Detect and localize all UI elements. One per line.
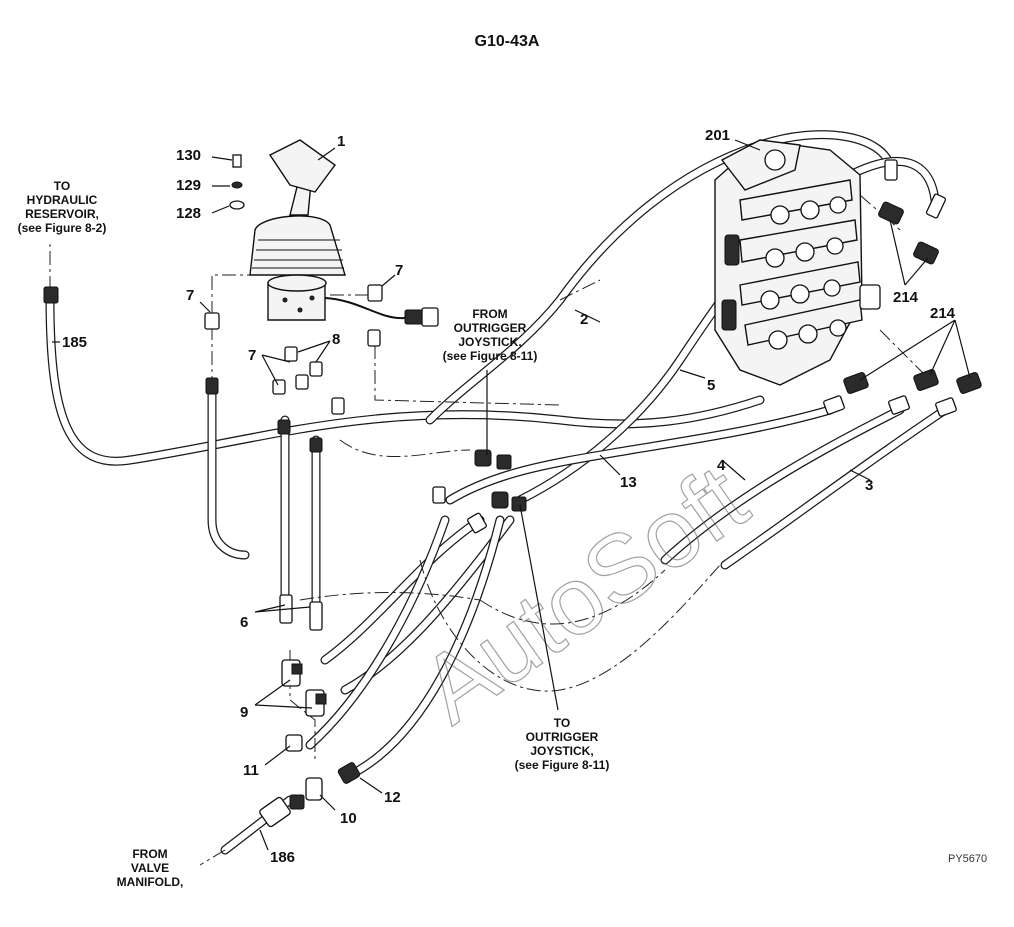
joystick-assembly bbox=[249, 139, 439, 327]
callout-185: 185 bbox=[62, 334, 87, 351]
svg-text:FROM: FROM bbox=[472, 307, 507, 321]
svg-text:VALVE: VALVE bbox=[131, 861, 169, 875]
note-from-outrigger-joystick: FROM OUTRIGGER JOYSTICK, (see Figure 8-1… bbox=[443, 307, 538, 363]
hose-2 bbox=[425, 130, 895, 425]
callout-7c: 7 bbox=[248, 347, 256, 364]
callout-6: 6 bbox=[240, 614, 248, 631]
callout-9: 9 bbox=[240, 704, 248, 721]
outrigger-tees bbox=[432, 449, 527, 534]
note-valve-manifold: FROM VALVE MANIFOLD, bbox=[117, 847, 184, 889]
svg-text:MANIFOLD,: MANIFOLD, bbox=[117, 875, 184, 889]
hose-3 bbox=[720, 405, 950, 570]
callout-129: 129 bbox=[176, 177, 201, 194]
callout-7b: 7 bbox=[395, 262, 403, 279]
figure-title: G10-43A bbox=[475, 33, 540, 50]
callout-1: 1 bbox=[337, 133, 345, 150]
svg-text:(see Figure 8-2): (see Figure 8-2) bbox=[18, 221, 107, 235]
callout-3: 3 bbox=[865, 477, 873, 494]
hose-4 bbox=[660, 405, 905, 565]
drawing-number: PY5670 bbox=[948, 853, 987, 865]
hose-6-pair bbox=[280, 415, 321, 615]
svg-text:JOYSTICK,: JOYSTICK, bbox=[530, 744, 593, 758]
leader-lines bbox=[52, 139, 971, 851]
callout-214a: 214 bbox=[893, 289, 919, 306]
svg-text:HYDRAULIC: HYDRAULIC bbox=[27, 193, 98, 207]
svg-text:OUTRIGGER: OUTRIGGER bbox=[454, 321, 527, 335]
hose-13 bbox=[445, 405, 835, 505]
hose-vertical-left bbox=[207, 385, 250, 560]
note-to-outrigger-joystick: TO OUTRIGGER JOYSTICK, (see Figure 8-11) bbox=[515, 716, 610, 772]
callout-8: 8 bbox=[332, 331, 340, 348]
callout-7a: 7 bbox=[186, 287, 194, 304]
svg-text:JOYSTICK,: JOYSTICK, bbox=[458, 335, 521, 349]
mounting-hardware bbox=[229, 154, 245, 210]
callout-186: 186 bbox=[270, 849, 295, 866]
svg-text:FROM: FROM bbox=[132, 847, 167, 861]
callout-12: 12 bbox=[384, 789, 401, 806]
callout-4: 4 bbox=[717, 457, 726, 474]
hose-11 bbox=[305, 515, 450, 750]
svg-text:(see Figure 8-11): (see Figure 8-11) bbox=[515, 758, 610, 772]
svg-text:TO: TO bbox=[554, 716, 570, 730]
callout-13: 13 bbox=[620, 474, 637, 491]
joystick-port-fittings bbox=[43, 284, 383, 631]
callout-128: 128 bbox=[176, 205, 201, 222]
svg-text:OUTRIGGER: OUTRIGGER bbox=[526, 730, 599, 744]
elbow-fittings-214 bbox=[823, 159, 982, 417]
callout-214b: 214 bbox=[930, 305, 956, 322]
svg-text:TO: TO bbox=[54, 179, 70, 193]
hose-12 bbox=[345, 515, 505, 780]
svg-text:RESERVOIR,: RESERVOIR, bbox=[25, 207, 99, 221]
control-valve-bank bbox=[714, 139, 881, 386]
callout-2: 2 bbox=[580, 311, 588, 328]
callout-11: 11 bbox=[243, 762, 259, 779]
callout-130: 130 bbox=[176, 147, 201, 164]
callout-10: 10 bbox=[340, 810, 357, 827]
callout-201: 201 bbox=[705, 127, 730, 144]
tee-fittings bbox=[259, 659, 361, 828]
hose-185 bbox=[45, 295, 765, 466]
note-hydraulic-reservoir: TO HYDRAULIC RESERVOIR, (see Figure 8-2) bbox=[18, 179, 107, 235]
svg-text:(see Figure 8-11): (see Figure 8-11) bbox=[443, 349, 538, 363]
callout-5: 5 bbox=[707, 377, 715, 394]
